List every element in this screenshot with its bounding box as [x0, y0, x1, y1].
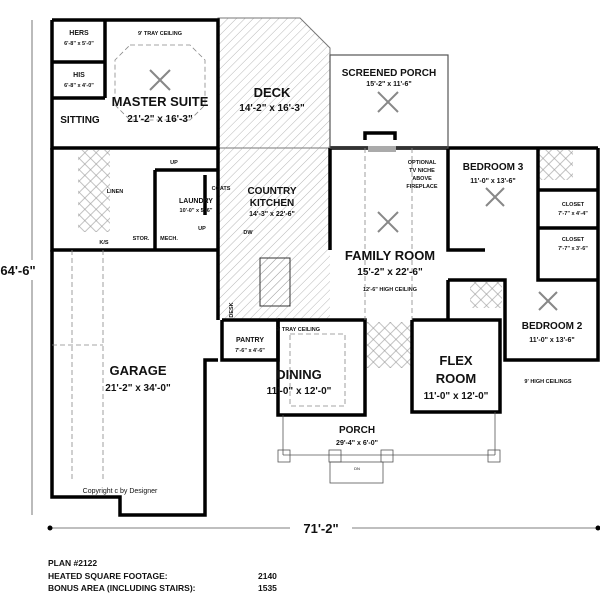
dishwasher-label: DW: [243, 230, 253, 236]
svg-text:OPTIONAL: OPTIONAL: [408, 160, 437, 166]
bonus-area-label: BONUS AREA (INCLUDING STAIRS):: [48, 583, 196, 593]
screened-porch-label: SCREENED PORCH: [342, 68, 436, 79]
his-size: 6'-8" x 4'-0": [64, 83, 94, 89]
master-suite-label: MASTER SUITE: [112, 94, 209, 109]
hers-label: HERS: [69, 30, 89, 37]
entry-tile: [367, 322, 411, 368]
high-ceilings-note: 9' HIGH CEILINGS: [524, 379, 571, 385]
laundry-size: 10'-0" x 5'-6": [180, 208, 213, 214]
linen-label: LINEN: [107, 189, 124, 195]
copyright-text: Copyright c by Designer: [83, 488, 158, 495]
screened-porch-size: 15'-2" x 11'-6": [366, 81, 411, 88]
kitchen-label-2: KITCHEN: [250, 198, 294, 209]
closet2-label: CLOSET: [562, 237, 585, 243]
bedroom3-size: 11'-0" x 13'-6": [470, 178, 515, 185]
desk-label: DESK: [229, 302, 235, 317]
svg-text:TV NICHE: TV NICHE: [409, 168, 435, 174]
dining-label: DINING: [276, 367, 322, 382]
family-room-size: 15'-2" x 22'-6": [357, 267, 423, 278]
ceiling-fan-icon: [149, 69, 171, 91]
deck-label: DECK: [254, 85, 291, 100]
heated-sqft-value: 2140: [258, 571, 277, 581]
family-room-ceiling: 12'-6" HIGH CEILING: [363, 287, 417, 293]
overall-depth-dimension: 64'-6": [0, 263, 35, 278]
flex-label-2: ROOM: [436, 371, 476, 386]
garage-label: GARAGE: [109, 363, 166, 378]
fireplace-hearth: [368, 146, 396, 152]
master-tray-note: 9' TRAY CEILING: [138, 31, 182, 37]
flex-size: 11'-0" x 12'-0": [424, 391, 489, 402]
porch-steps: [329, 461, 384, 484]
stair-up-label: UP: [170, 160, 178, 166]
svg-text:ABOVE: ABOVE: [412, 176, 432, 182]
kitchen-size: 14'-3" x 22'-6": [249, 211, 295, 218]
closet1-size: 7'-7" x 4'-4": [558, 211, 588, 217]
closet1-label: CLOSET: [562, 202, 585, 208]
steps-dn-label: DN: [354, 466, 360, 471]
porch-label: PORCH: [339, 425, 375, 436]
pantry-size: 7'-6" x 4'-6": [235, 348, 265, 354]
kitchen-label-1: COUNTRY: [247, 186, 296, 197]
bedroom2-label: BEDROOM 2: [522, 321, 583, 332]
ceiling-fan-icon: [485, 187, 505, 207]
closet2-size: 7'-7" x 3'-6": [558, 246, 588, 252]
svg-text:FIREPLACE: FIREPLACE: [406, 184, 438, 190]
stor-label: STOR.: [133, 236, 150, 242]
garage-size: 21'-2" x 34'-0": [105, 383, 171, 394]
stair-up-label-2: UP: [198, 226, 206, 232]
overall-width-dimension: 71'-2": [303, 521, 338, 536]
bonus-area-value: 1535: [258, 583, 277, 593]
deck-area: [217, 17, 331, 149]
laundry-label: LAUNDRY: [179, 198, 213, 205]
porch-outline: [277, 412, 501, 484]
heated-sqft-label: HEATED SQUARE FOOTAGE:: [48, 571, 168, 581]
ceiling-fan-icon: [377, 211, 399, 233]
pantry-label: PANTRY: [236, 337, 264, 344]
bedroom2-size: 11'-0" x 13'-6": [529, 337, 574, 344]
kitchen-island: [259, 257, 291, 307]
flex-label-1: FLEX: [439, 353, 473, 368]
coats-label: COATS: [212, 186, 231, 192]
deck-size: 14'-2" x 16'-3": [239, 103, 305, 114]
hers-size: 6'-8" x 5'-0": [64, 41, 94, 47]
ks-label: K/S: [99, 240, 109, 246]
bath2-tile: [470, 282, 502, 308]
bedroom3-label: BEDROOM 3: [463, 162, 524, 173]
dining-size: 11'-0" x 12'-0": [267, 386, 332, 397]
ceiling-fan-icon: [538, 291, 558, 311]
porch-size: 29'-4" x 6'-0": [336, 440, 378, 447]
mech-label: MECH.: [160, 236, 178, 242]
master-suite-size: 21'-2" x 16'-3": [127, 114, 193, 125]
dining-tray-note: 9' TRAY CEILING: [276, 327, 320, 333]
bath3-tile: [538, 150, 573, 180]
sitting-label: SITTING: [60, 115, 100, 126]
walls: [50, 18, 600, 517]
his-label: HIS: [73, 72, 85, 79]
master-bath-tile: [78, 150, 110, 232]
family-room-label: FAMILY ROOM: [345, 248, 435, 263]
tv-niche-note: OPTIONAL TV NICHE ABOVE FIREPLACE: [406, 160, 438, 190]
plan-number: PLAN #2122: [48, 558, 98, 568]
ceiling-fan-icon: [377, 91, 399, 113]
